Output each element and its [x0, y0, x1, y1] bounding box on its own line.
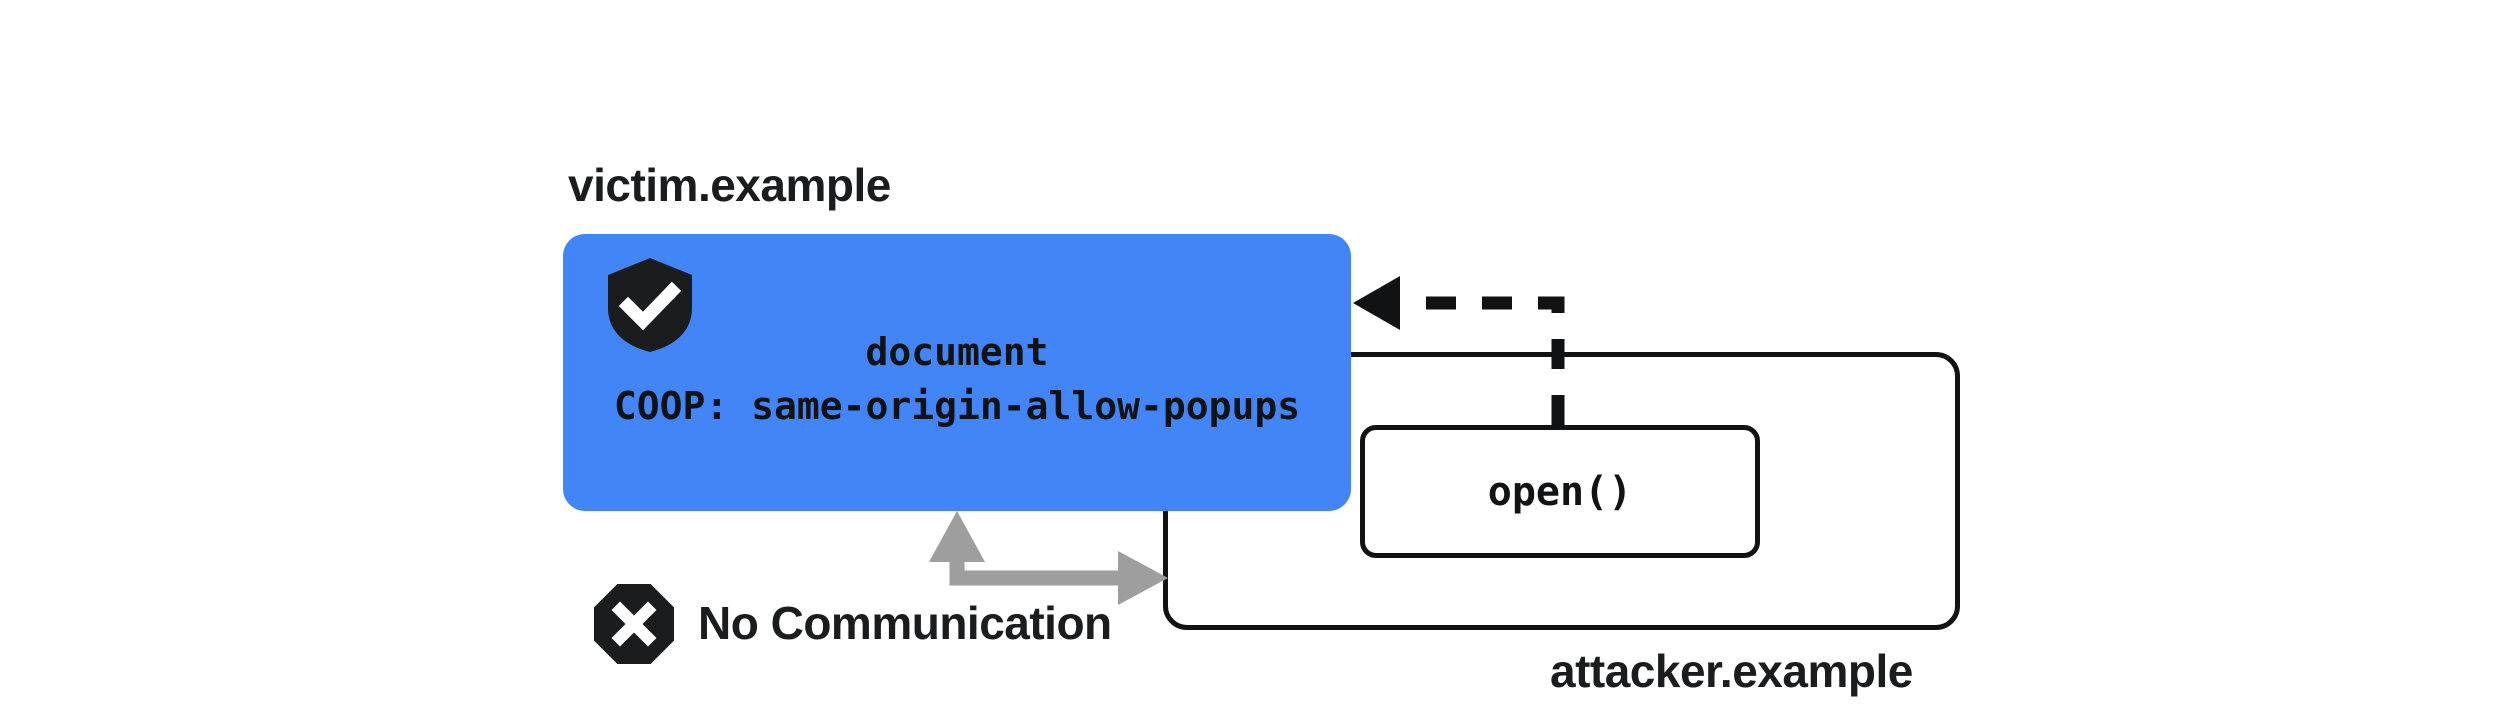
open-call-label: open() — [1487, 468, 1633, 515]
attacker-origin-label: attacker.example — [1550, 645, 1913, 697]
victim-document-box: document COOP: same-origin-allow-popups — [563, 234, 1351, 511]
no-communication-arrow — [929, 511, 1168, 605]
octagon-x-icon — [594, 584, 674, 664]
victim-coop-header: COOP: same-origin-allow-popups — [613, 384, 1301, 428]
attacker-popup-box: open() — [1360, 425, 1760, 558]
victim-origin-label: victim.example — [568, 159, 891, 211]
victim-document-label: document — [865, 330, 1049, 374]
no-communication-label: No Communication — [698, 597, 1112, 649]
shield-check-icon — [608, 258, 692, 352]
